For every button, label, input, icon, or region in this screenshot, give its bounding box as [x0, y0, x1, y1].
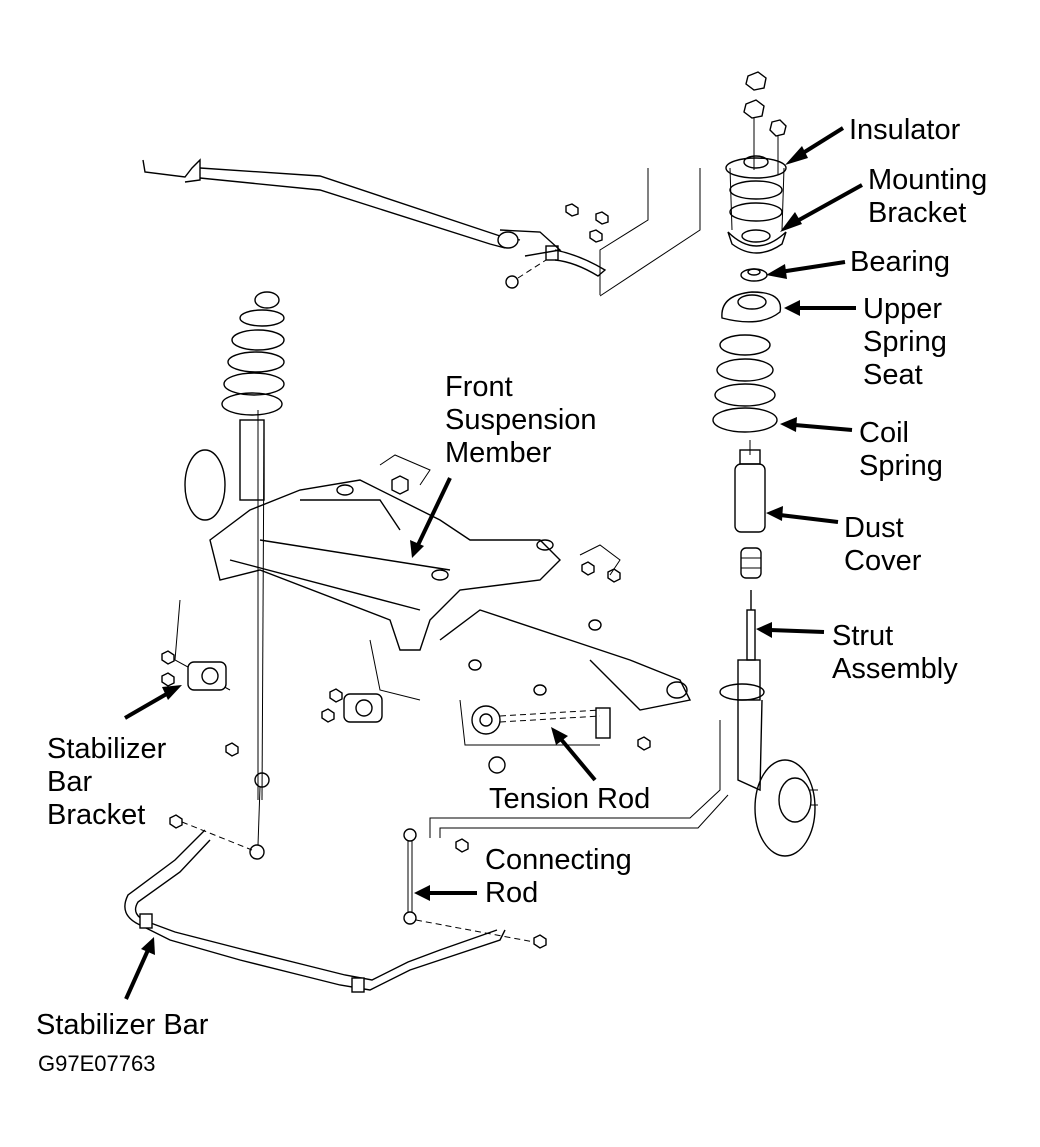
label-stabilizer-bar-bracket: Stabilizer Bar Bracket: [47, 733, 167, 831]
label-connecting-rod: Connecting Rod: [485, 844, 632, 909]
label-upper-spring-seat: Upper Spring Seat: [863, 293, 947, 391]
right-connecting-rod-part: [403, 720, 729, 949]
mounting-bracket-part: [727, 202, 787, 254]
figure-code: G97E07763: [38, 1051, 156, 1076]
front-suspension-member-part: [174, 454, 621, 701]
left-connecting-rod-part: [169, 742, 270, 860]
lower-arm-part: [439, 609, 692, 711]
callout-arrows: [123, 126, 863, 1000]
label-stabilizer-bar: Stabilizer Bar: [36, 1009, 209, 1041]
label-coil-spring: Coil Spring: [859, 417, 943, 482]
label-dust-cover: Dust Cover: [844, 512, 922, 577]
strut-top-nuts: [743, 71, 787, 175]
stabilizer-bar-part: [124, 829, 506, 993]
upper-spring-seat-part: [721, 291, 782, 323]
label-mounting-bracket: Mounting Bracket: [868, 164, 988, 229]
upper-stabilizer-part: [142, 158, 701, 297]
right-hub-part: [754, 759, 818, 857]
stabilizer-bar-bracket-part: [161, 650, 383, 723]
left-strut-part: [184, 291, 285, 801]
bearing-part: [740, 268, 768, 282]
label-bearing: Bearing: [850, 246, 950, 278]
dust-cover-part: [734, 440, 766, 533]
label-front-suspension-member: Front Suspension Member: [445, 371, 597, 469]
coil-spring-part: [712, 334, 778, 433]
label-tension-rod: Tension Rod: [489, 783, 651, 815]
label-strut-assembly: Strut Assembly: [832, 620, 958, 685]
bump-stopper-part: [740, 547, 762, 579]
strut-assembly-part: [719, 590, 765, 792]
insulator-part: [725, 155, 787, 231]
tension-rod-part: [459, 699, 651, 774]
label-insulator: Insulator: [849, 114, 961, 146]
